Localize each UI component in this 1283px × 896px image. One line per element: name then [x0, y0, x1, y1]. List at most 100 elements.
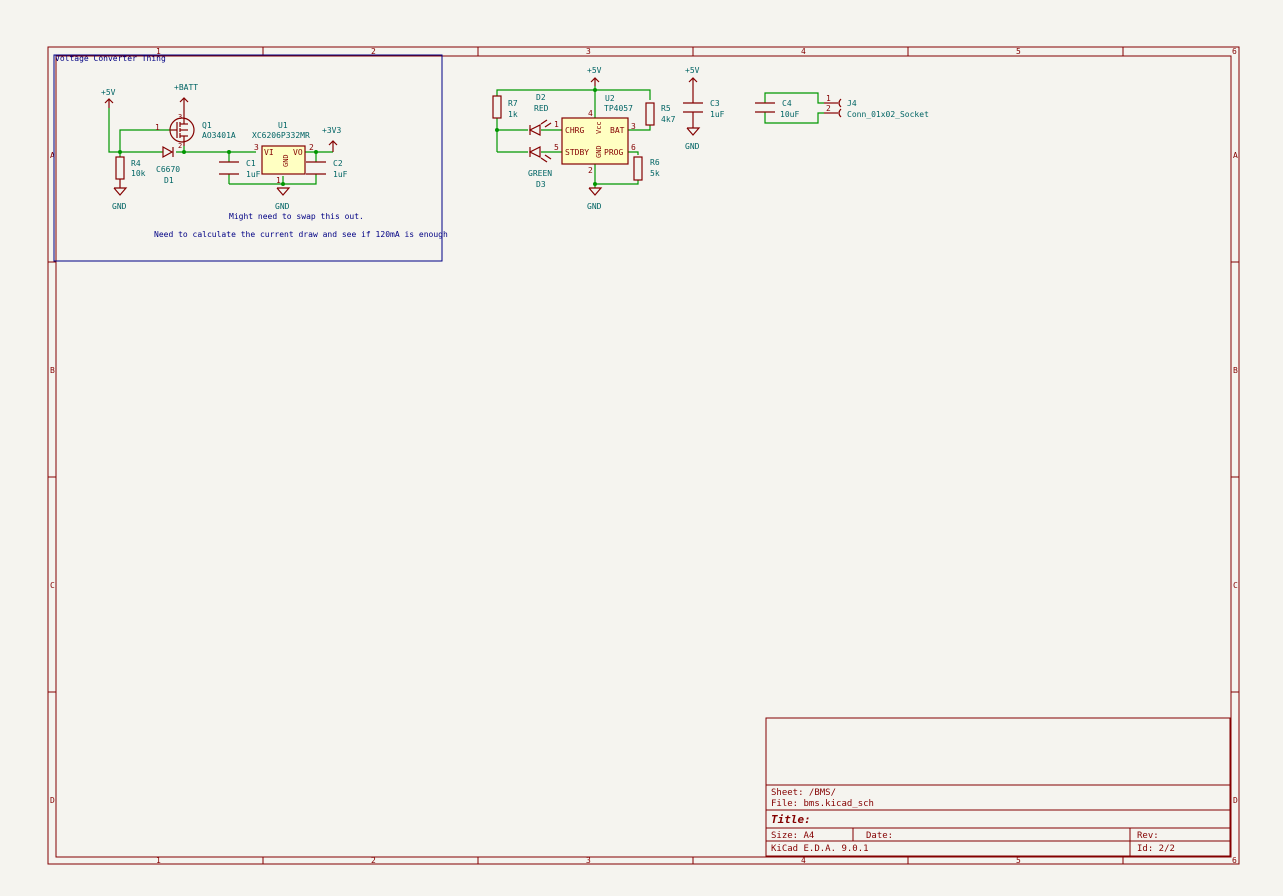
- u1-ref: U1: [278, 121, 288, 130]
- q1-pin3: 3: [178, 113, 182, 121]
- u2-prog: PROG: [604, 148, 623, 157]
- zone-row-d-left: D: [50, 796, 55, 805]
- tb-file: File: bms.kicad_sch: [771, 799, 874, 809]
- power-3v3[interactable]: +3V3: [322, 126, 341, 152]
- group-note-swap: Might need to swap this out.: [229, 212, 364, 221]
- c4-capacitor[interactable]: C4 10uF: [755, 99, 799, 119]
- voltage-converter-group[interactable]: Voltage Converter Thing Might need to sw…: [53, 54, 448, 262]
- c4-ref: C4: [782, 99, 792, 108]
- j4-ref: J4: [847, 99, 857, 108]
- zone-col-3-top: 3: [586, 47, 591, 56]
- power-batt[interactable]: +BATT: [174, 83, 198, 112]
- d3-ref: D3: [536, 180, 546, 189]
- u2-bat: BAT: [610, 126, 625, 135]
- power-5v-c3[interactable]: +5V: [685, 66, 700, 103]
- power-5v-charger[interactable]: +5V: [587, 66, 602, 86]
- r6-value: 5k: [650, 169, 660, 178]
- zone-col-1-bottom: 1: [156, 856, 161, 865]
- r5-value: 4k7: [661, 115, 676, 124]
- u2-ref: U2: [605, 94, 615, 103]
- u2-stdby: STDBY: [565, 148, 589, 157]
- zone-row-a-left: A: [50, 151, 55, 160]
- zone-col-1-top: 1: [156, 47, 161, 56]
- svg-text:+BATT: +BATT: [174, 83, 198, 92]
- r4-ref: R4: [131, 159, 141, 168]
- page-frame: [47, 46, 1240, 865]
- u2-value: TP4057: [604, 104, 633, 113]
- q1-mosfet[interactable]: Q1 AO3401A 1 3 2: [155, 112, 236, 150]
- zone-col-4-top: 4: [801, 47, 806, 56]
- svg-text:GND: GND: [685, 142, 700, 151]
- group-label: Voltage Converter Thing: [55, 54, 166, 63]
- q1-value: AO3401A: [202, 131, 236, 140]
- d3-value: GREEN: [528, 169, 552, 178]
- zone-labels: 1 2 3 4 5 6 1 2 3 4 5 6 A B C D A B C D: [50, 47, 1238, 865]
- wires-converter: [108, 108, 333, 186]
- u2-pin3: 3: [631, 122, 636, 131]
- u1-value: XC6206P332MR: [252, 131, 310, 140]
- u2-charger-ic[interactable]: CHRG STDBY BAT PROG Vcc GND U2 TP4057 4 …: [554, 94, 636, 175]
- r6-resistor[interactable]: R6 5k: [633, 156, 660, 181]
- q1-pin2: 2: [178, 142, 182, 150]
- u1-vo: VO: [293, 148, 303, 157]
- c3-ref: C3: [710, 99, 720, 108]
- svg-text:+3V3: +3V3: [322, 126, 341, 135]
- zone-row-d-right: D: [1233, 796, 1238, 805]
- r7-ref: R7: [508, 99, 518, 108]
- tb-rev: Rev:: [1137, 831, 1159, 841]
- svg-text:+5V: +5V: [101, 88, 116, 97]
- d1-ref: D1: [164, 176, 174, 185]
- zone-col-2-top: 2: [371, 47, 376, 56]
- j4-connector[interactable]: 1 2 J4 Conn_01x02_Socket: [824, 94, 929, 119]
- r7-resistor[interactable]: R7 1k: [492, 95, 518, 119]
- tb-title: Title:: [771, 813, 811, 826]
- power-5v-left[interactable]: +5V: [101, 88, 116, 108]
- c2-value: 1uF: [333, 170, 348, 179]
- zone-row-c-left: C: [50, 581, 55, 590]
- zone-col-5-top: 5: [1016, 47, 1021, 56]
- d2-led-red[interactable]: D2 RED: [528, 93, 552, 136]
- d2-value: RED: [534, 104, 549, 113]
- j4-value: Conn_01x02_Socket: [847, 110, 929, 119]
- d1-diode[interactable]: C6670 D1: [156, 145, 180, 185]
- r5-ref: R5: [661, 104, 671, 113]
- svg-text:GND: GND: [587, 202, 602, 211]
- svg-text:GND: GND: [112, 202, 127, 211]
- power-gnd-c3[interactable]: GND: [685, 127, 701, 151]
- zone-col-6-bottom: 6: [1232, 856, 1237, 865]
- group-note-current: Need to calculate the current draw and s…: [154, 230, 448, 239]
- zone-row-b-right: B: [1233, 366, 1238, 375]
- u2-vcc: Vcc: [595, 121, 603, 134]
- zone-col-6-top: 6: [1232, 47, 1237, 56]
- power-gnd-r4[interactable]: GND: [112, 187, 128, 211]
- tb-date: Date:: [866, 831, 893, 841]
- c4-value: 10uF: [780, 110, 799, 119]
- tb-sheet: Sheet: /BMS/: [771, 788, 836, 798]
- zone-col-5-bottom: 5: [1016, 856, 1021, 865]
- u1-pin3: 3: [254, 143, 259, 152]
- c1-value: 1uF: [246, 170, 261, 179]
- zone-col-3-bottom: 3: [586, 856, 591, 865]
- r6-ref: R6: [650, 158, 660, 167]
- tb-id: Id: 2/2: [1137, 844, 1175, 854]
- c2-ref: C2: [333, 159, 343, 168]
- title-block: Sheet: /BMS/ File: bms.kicad_sch Title: …: [765, 717, 1231, 857]
- c2-capacitor[interactable]: C2 1uF: [306, 159, 348, 179]
- power-gnd-u2[interactable]: GND: [587, 187, 603, 211]
- u1-pin1: 1: [276, 176, 281, 185]
- c1-capacitor[interactable]: C1 1uF: [219, 159, 261, 179]
- r4-resistor[interactable]: R4 10k: [115, 156, 146, 188]
- u1-gnd: GND: [282, 154, 290, 167]
- r5-resistor[interactable]: R5 4k7: [645, 102, 676, 126]
- r4-value: 10k: [131, 169, 146, 178]
- power-gnd-u1[interactable]: GND: [275, 187, 291, 211]
- svg-text:GND: GND: [275, 202, 290, 211]
- d3-led-green[interactable]: GREEN D3: [528, 146, 552, 189]
- u1-ldo[interactable]: VI VO GND U1 XC6206P332MR 3 2 1: [252, 121, 314, 185]
- r7-value: 1k: [508, 110, 518, 119]
- c3-capacitor[interactable]: C3 1uF: [683, 99, 725, 128]
- d2-ref: D2: [536, 93, 546, 102]
- q1-pin1: 1: [155, 123, 160, 132]
- c1-ref: C1: [246, 159, 256, 168]
